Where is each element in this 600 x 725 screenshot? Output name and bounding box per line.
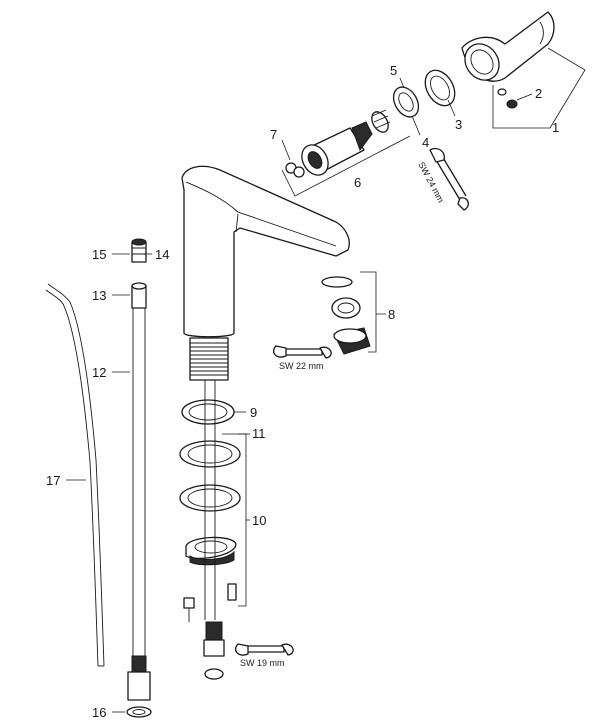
- label-5: 5: [390, 63, 397, 78]
- label-10: 10: [252, 513, 266, 528]
- part-5-nut: [392, 77, 421, 136]
- part-13-hose-end: [131, 282, 147, 309]
- bracket-10-11: [222, 433, 250, 607]
- wrench-sw19: [234, 643, 294, 656]
- wrench-sw22-label: SW 22 mm: [279, 361, 324, 371]
- label-17: 17: [46, 473, 60, 488]
- part-16-seal: [126, 706, 152, 718]
- label-15: 15: [92, 247, 106, 262]
- part-10-mounting-set: [179, 484, 241, 622]
- part-6-cartridge: [301, 109, 391, 176]
- bracket-6: [281, 135, 411, 197]
- part-7-o-rings: [281, 139, 305, 178]
- part-11-gasket: [179, 440, 241, 468]
- threaded-rod: [203, 380, 225, 680]
- label-3: 3: [455, 117, 462, 132]
- label-12: 12: [92, 365, 106, 380]
- part-1-cover-cap: [461, 11, 555, 82]
- wrench-sw24-label: SW 24 mm: [416, 160, 446, 204]
- label-7: 7: [270, 127, 277, 142]
- part-17-lift-rod: [45, 283, 105, 667]
- label-9: 9: [250, 405, 257, 420]
- label-1: 1: [552, 120, 559, 135]
- bracket-8: [360, 271, 386, 353]
- wrench-sw24: [429, 147, 470, 211]
- label-8: 8: [388, 307, 395, 322]
- part-2-set-screw: [497, 88, 518, 109]
- label-2: 2: [535, 86, 542, 101]
- label-6: 6: [354, 175, 361, 190]
- spout-body: [181, 165, 350, 381]
- part-9-washer: [181, 399, 246, 425]
- label-13: 13: [92, 288, 106, 303]
- label-11: 11: [252, 426, 266, 441]
- wrench-sw22: [272, 345, 332, 359]
- part-12-flexible-hose: [127, 308, 151, 701]
- label-14: 14: [155, 247, 169, 262]
- part-15-nipple: [131, 238, 147, 263]
- part-3-ring: [424, 69, 456, 117]
- wrench-sw19-label: SW 19 mm: [240, 658, 285, 668]
- bracket-1: [492, 47, 586, 129]
- part-8-aerator-set: [321, 276, 371, 355]
- label-16: 16: [92, 705, 106, 720]
- label-4: 4: [422, 135, 429, 150]
